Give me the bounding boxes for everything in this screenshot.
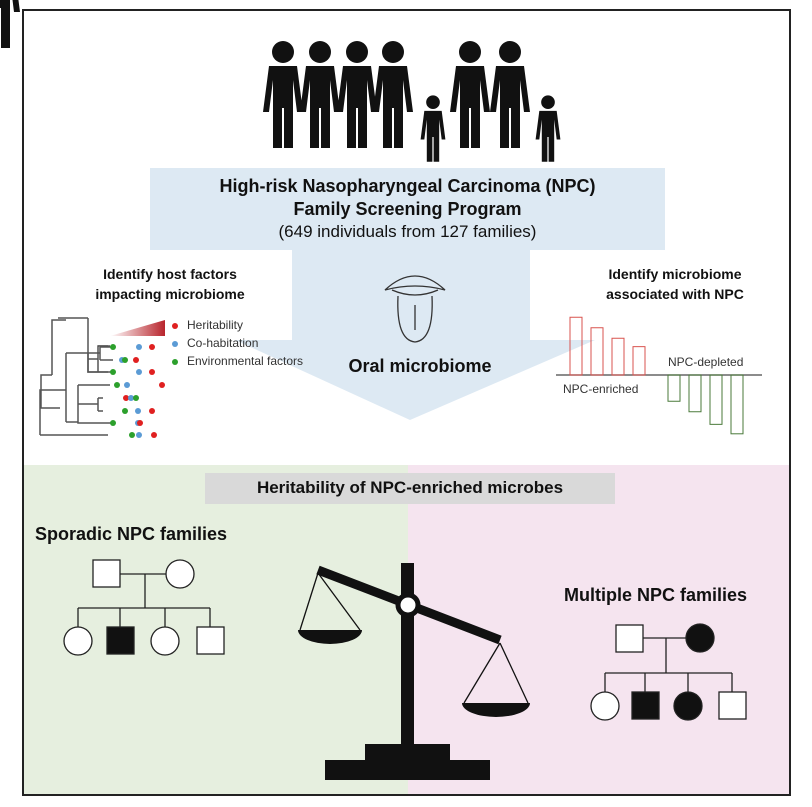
legend-item: Co-habitation [172,336,258,350]
depleted-bar [709,374,723,425]
legend-dot-icon [172,340,178,347]
legend-dot-icon [172,358,178,365]
enriched-bar [569,316,583,376]
factor-dot [123,395,129,401]
factor-dot [129,432,135,438]
sporadic-pedigree [63,559,225,656]
left-title-line1: Identify host factors [103,266,237,282]
multiple-pedigree [590,623,747,721]
factor-dots [110,344,165,438]
factor-dot [149,369,155,375]
factor-dot [110,344,116,350]
factor-dot [151,432,157,438]
outer-border [22,9,791,796]
enriched-bar [632,346,646,376]
factor-dot [110,420,116,426]
legend-label: Environmental factors [187,354,304,368]
factor-dot [136,369,142,375]
npc-depleted-label: NPC-depleted [668,355,744,369]
factor-dot [128,395,134,401]
multiple-label: Multiple NPC families [564,585,748,605]
heritability-banner: Heritability of NPC-enriched microbes [256,478,564,497]
legend-item: Heritability [172,318,243,332]
gradient-triangle [110,320,165,336]
factor-dot [124,382,130,388]
program-subtitle: (649 individuals from 127 families) [278,222,537,241]
legend-dot-icon [172,322,178,329]
program-title-line1: High-risk Nasopharyngeal Carcinoma (NPC) [219,176,596,196]
depleted-bar [688,374,702,413]
balance-scale-icon [298,563,530,780]
factor-dot [114,382,120,388]
legend-label: Co-habitation [187,336,259,350]
right-title-line1: Identify microbiome [608,266,742,282]
right-title-line2: associated with NPC [606,286,744,302]
factor-dot [135,408,141,414]
oral-microbiome-label: Oral microbiome [348,356,492,376]
tree-lines [39,346,113,436]
depleted-bar [730,374,744,435]
left-title-line2: impacting microbiome [95,286,245,302]
factor-dot [149,344,155,350]
factor-dot [136,432,142,438]
factor-dot [122,357,128,363]
family-icon [0,0,561,162]
factor-dot [110,369,116,375]
legend-label: Heritability [187,318,244,332]
program-title-line2: Family Screening Program [293,199,522,219]
factor-dot [137,420,143,426]
npc-enriched-label: NPC-enriched [563,382,639,396]
legend-item: Environmental factors [172,354,303,368]
factor-dot [122,408,128,414]
sporadic-label: Sporadic NPC families [35,524,228,544]
factor-dot [133,357,139,363]
factor-dot [136,344,142,350]
phylogenetic-tree [40,317,110,409]
program-box [150,168,665,250]
enriched-bar [590,327,604,376]
banner-box [205,473,615,504]
factor-dot [159,382,165,388]
depleted-bar [667,374,681,402]
funnel-arrow [235,250,595,420]
factor-dot [133,395,139,401]
mouth-tongue-icon [384,275,446,343]
enriched-bar [611,337,625,376]
factor-dot [149,408,155,414]
microbiome-bar-chart [556,316,762,435]
